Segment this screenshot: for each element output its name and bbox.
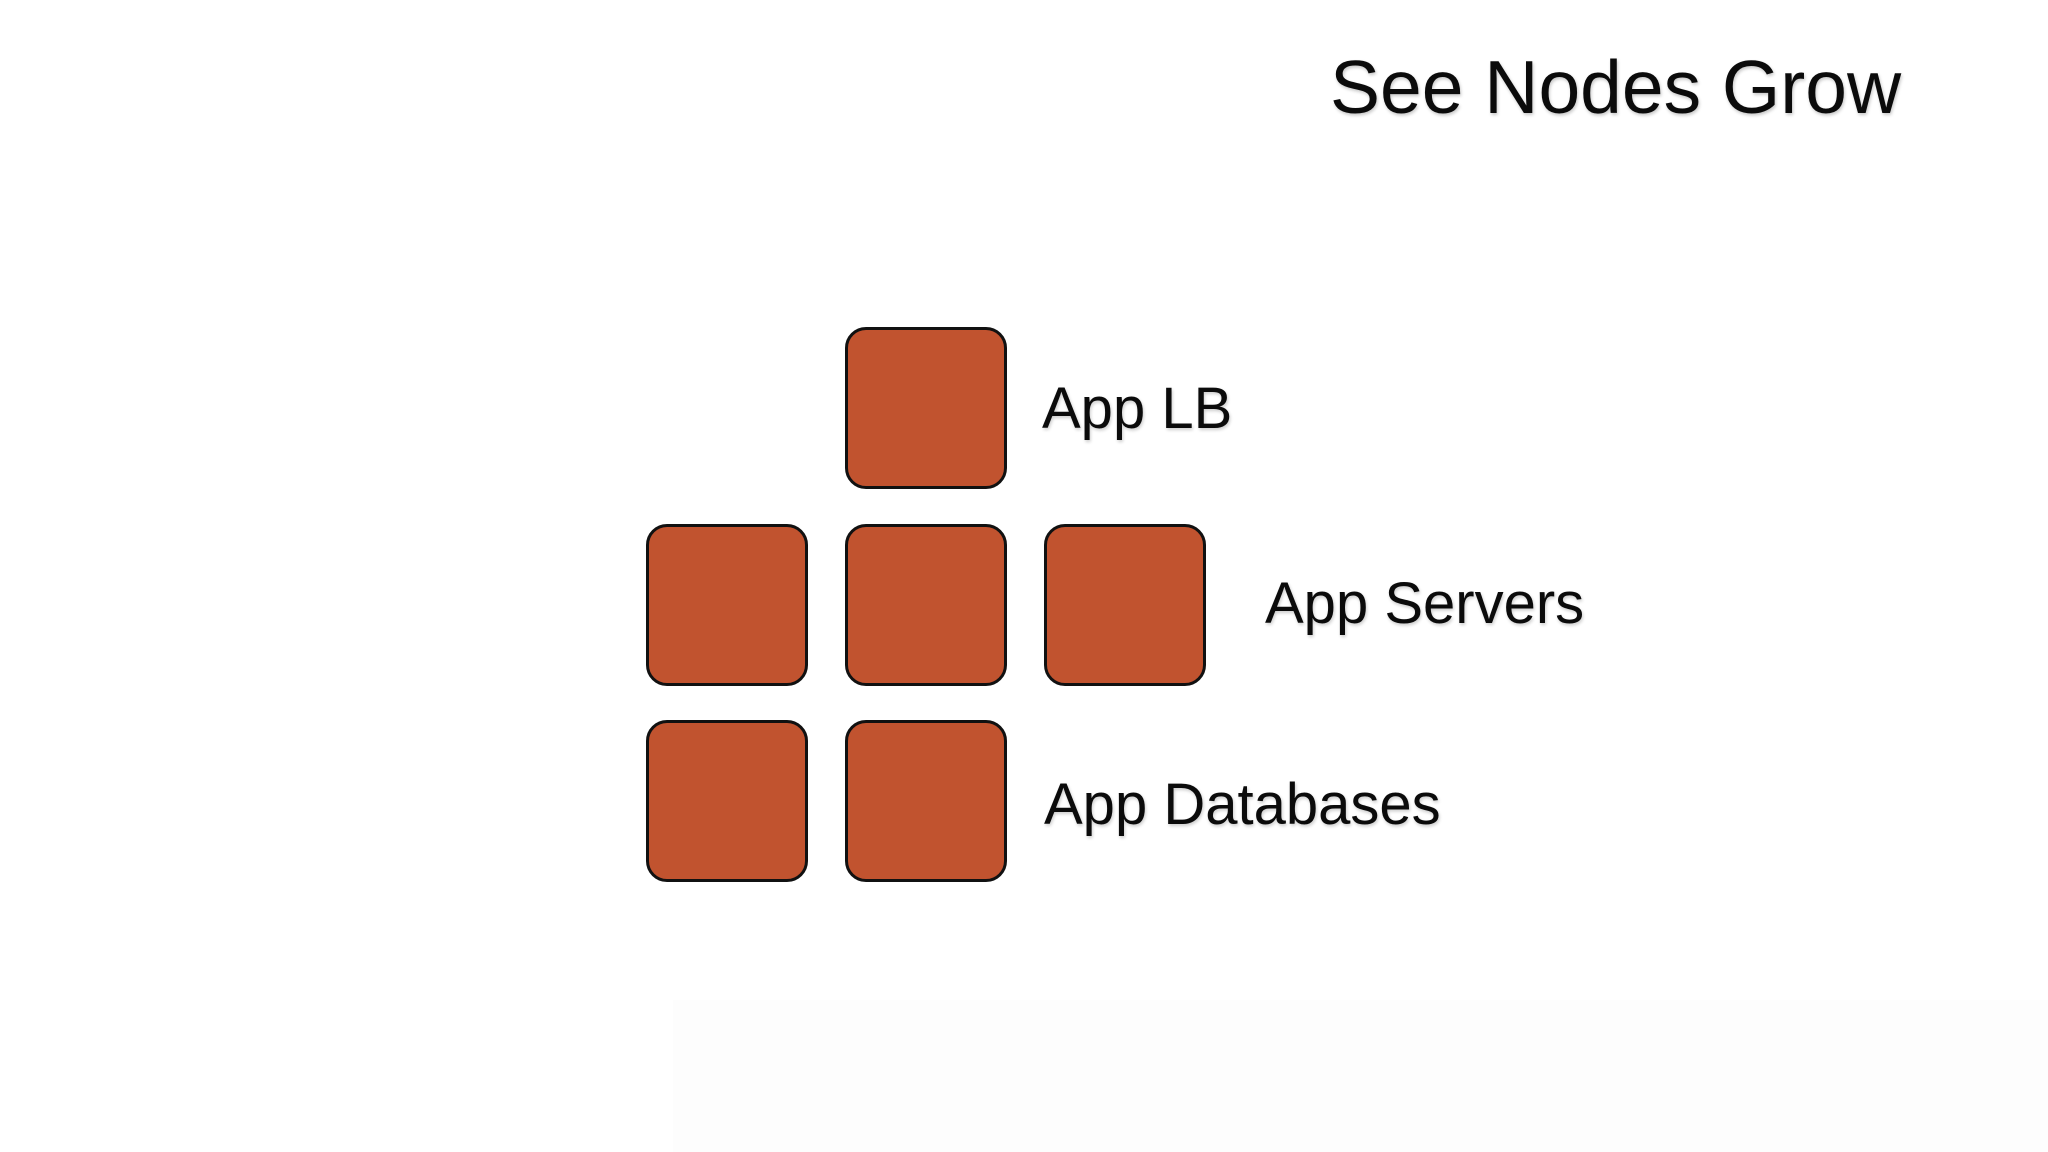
node-label-app-databases: App Databases <box>1044 772 1441 837</box>
node-box-app-database <box>646 720 808 882</box>
footer-shade <box>673 1000 2048 1152</box>
node-box-app-server <box>1044 524 1206 686</box>
node-label-app-servers: App Servers <box>1265 571 1585 636</box>
node-box-app-server <box>845 524 1007 686</box>
node-group-app-databases <box>646 720 1007 882</box>
node-group-app-lb <box>845 327 1007 489</box>
node-box-app-database <box>845 720 1007 882</box>
node-box-app-server <box>646 524 808 686</box>
node-group-app-servers <box>646 524 1206 686</box>
slide-title: See Nodes Grow <box>1330 45 1902 129</box>
node-label-app-lb: App LB <box>1042 376 1233 441</box>
node-box-app-lb <box>845 327 1007 489</box>
